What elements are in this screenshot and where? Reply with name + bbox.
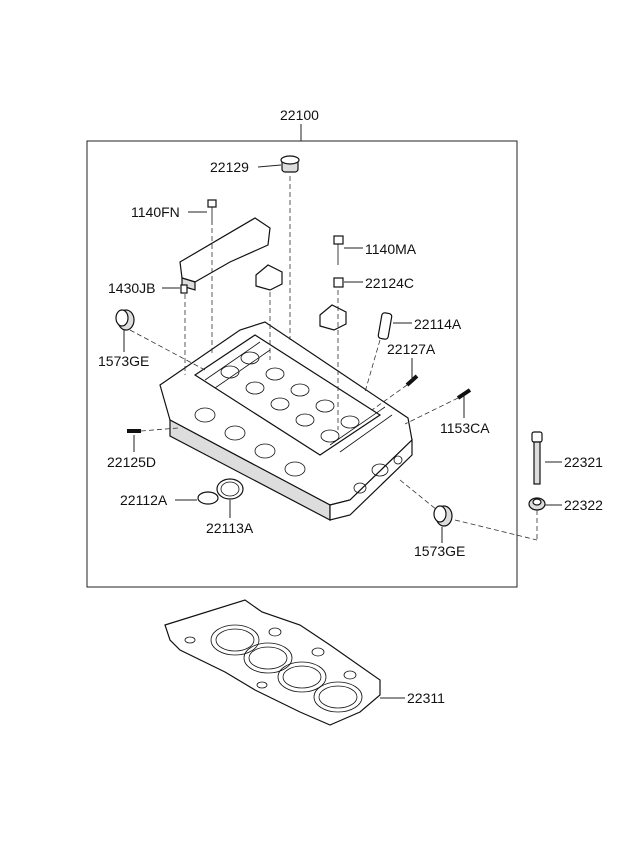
- dowel-22124c: [333, 277, 344, 288]
- assembly-frame: [86, 140, 518, 588]
- bolt-1140fn: [207, 199, 217, 225]
- plug-22129: [280, 155, 300, 173]
- callout-22112a: 22112A: [120, 492, 168, 508]
- cap-1573ge-right: [433, 505, 453, 527]
- callout-1430jb: 1430JB: [108, 280, 155, 296]
- washer-22322: [528, 497, 546, 511]
- cam-cap: [255, 264, 283, 291]
- stud-22127a: [405, 374, 419, 387]
- leader-lines: [123, 164, 562, 699]
- callout-1140ma: 1140MA: [365, 241, 417, 257]
- callout-22113a: 22113A: [206, 520, 254, 536]
- camshaft-bracket: [179, 217, 271, 291]
- bolt-1140ma: [333, 235, 344, 265]
- cam-cap: [319, 304, 347, 331]
- callout-22129: 22129: [210, 159, 249, 175]
- cylinder-head-gasket: [164, 599, 381, 726]
- callout-22321: 22321: [564, 454, 603, 470]
- callout-22322: 22322: [564, 497, 603, 513]
- callout-22124c: 22124C: [365, 275, 414, 291]
- pin-1430jb: [180, 284, 188, 294]
- callout-22100: 22100: [280, 107, 319, 123]
- callout-1573ge-left: 1573GE: [98, 353, 149, 369]
- sleeve-22114a: [377, 312, 393, 340]
- stud-1153ca: [456, 388, 472, 400]
- callout-1140fn: 1140FN: [131, 204, 180, 220]
- seal-22112a: [197, 491, 219, 505]
- callout-22311: 22311: [407, 690, 445, 706]
- callout-1573ge-right: 1573GE: [414, 543, 465, 559]
- cap-1573ge-left: [115, 309, 135, 331]
- head-bolt-22321: [531, 431, 543, 485]
- callout-22127a: 22127A: [387, 341, 436, 357]
- cylinder-head: [159, 321, 413, 521]
- callout-1153ca: 1153CA: [440, 420, 490, 436]
- assembly-paths: [129, 176, 538, 541]
- callout-22125d: 22125D: [107, 454, 156, 470]
- seal-22113a: [216, 478, 244, 500]
- callout-22114a: 22114A: [414, 316, 462, 332]
